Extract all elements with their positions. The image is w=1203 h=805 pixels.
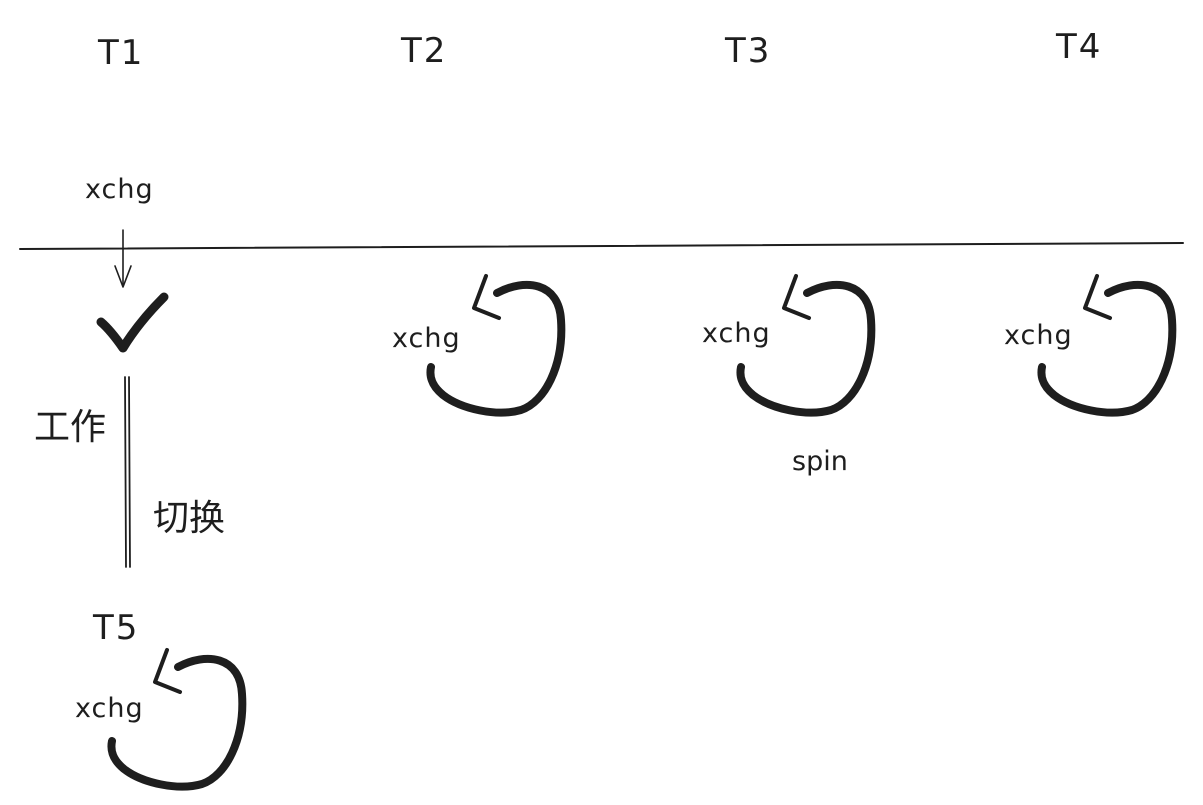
work-switch-double-line xyxy=(124,376,131,568)
checkmark-icon xyxy=(96,292,169,353)
xchg-label-t3: xchg xyxy=(702,318,771,349)
t2-spin-loop-icon xyxy=(426,274,566,417)
thread-label-t5: T5 xyxy=(93,608,140,648)
thread-label-t2: T2 xyxy=(401,31,448,71)
t4-spin-loop-icon xyxy=(1037,274,1177,417)
xchg-label-t4: xchg xyxy=(1004,320,1073,351)
thread-label-t1: T1 xyxy=(98,33,145,73)
thread-label-t3: T3 xyxy=(725,31,772,71)
xchg-label-t1: xchg xyxy=(85,174,154,205)
xchg-label-t2: xchg xyxy=(392,323,461,354)
baseline-line xyxy=(19,242,1184,250)
t1-down-arrow xyxy=(114,229,132,288)
t5-spin-loop-icon xyxy=(107,648,247,791)
switch-label: 切换 xyxy=(153,498,226,539)
spin-label: spin xyxy=(792,446,848,477)
thread-label-t4: T4 xyxy=(1056,27,1103,67)
t3-spin-loop-icon xyxy=(736,274,876,417)
xchg-label-t5: xchg xyxy=(75,693,144,724)
work-label: 工作 xyxy=(34,407,107,448)
